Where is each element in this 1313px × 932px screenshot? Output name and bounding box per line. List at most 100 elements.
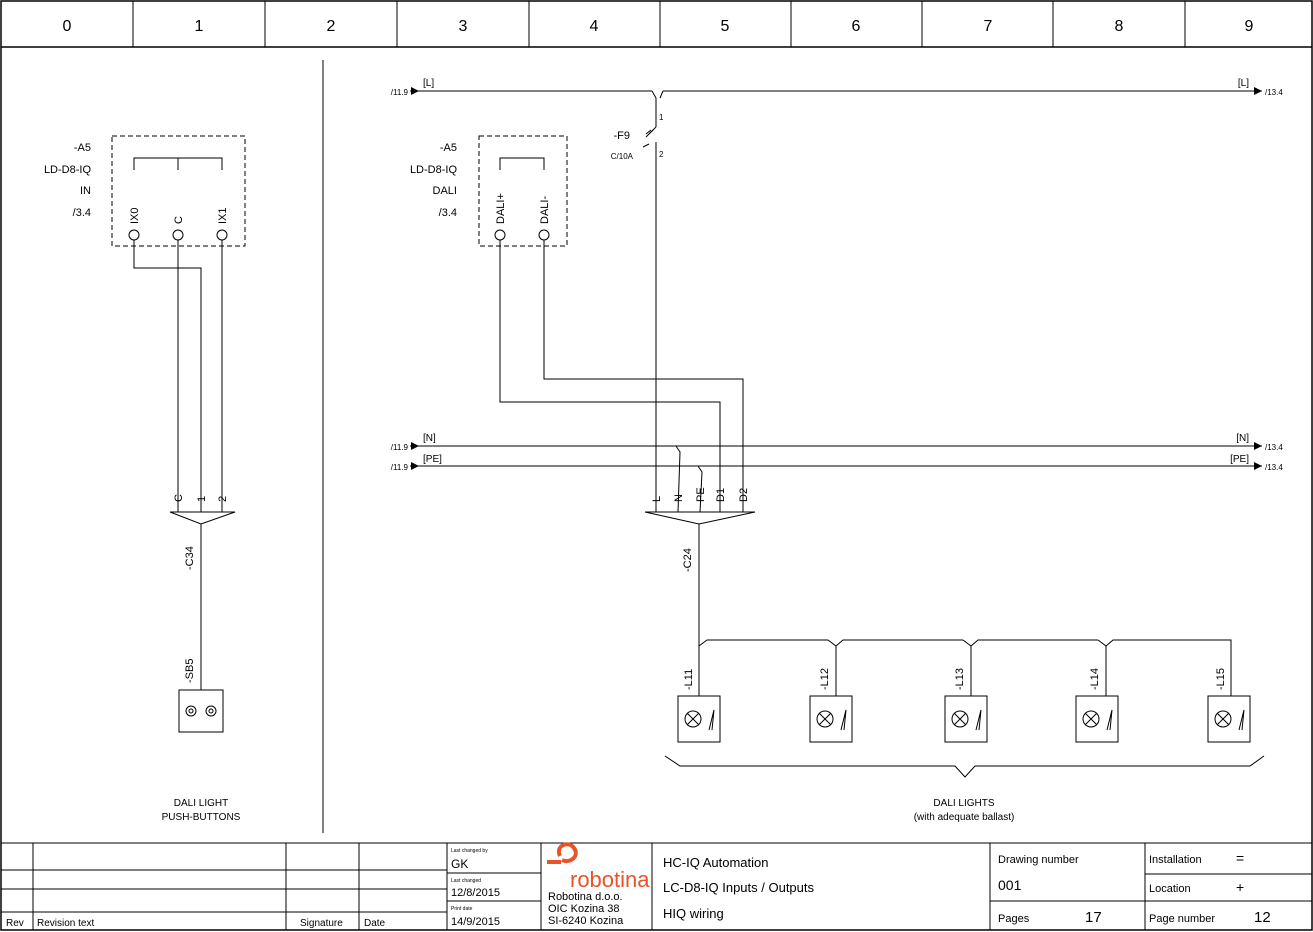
lamp-icon <box>684 710 702 728</box>
lamp-icon <box>1214 710 1232 728</box>
button-icon <box>185 705 197 717</box>
terminal-label: DALI- <box>539 196 551 224</box>
caption-line: DALI LIGHTS <box>933 798 994 809</box>
terminal-ix1[interactable] <box>216 229 228 241</box>
dali-module-box <box>478 135 568 247</box>
cable-name: -C24 <box>682 548 694 572</box>
light-l12[interactable]: -L12 <box>809 668 853 743</box>
button-icon <box>205 705 217 717</box>
lamp-icon <box>1082 710 1100 728</box>
company-logo: robotina <box>547 842 650 892</box>
column-label: 4 <box>590 18 599 35</box>
light-l11[interactable]: -L11 <box>677 669 721 743</box>
column-label: 5 <box>721 18 730 35</box>
logo-text: robotina <box>570 867 650 892</box>
module-tag: -A5 <box>440 142 457 154</box>
company-line: OIC Kozina 38 <box>548 903 620 915</box>
light-name: -L15 <box>1215 668 1227 690</box>
module-ref: /3.4 <box>439 207 457 219</box>
page-number-label: Page number <box>1149 913 1215 925</box>
right-block: /11.9 [L] [L] /13.4 -F9 C/10A 1 2 -A5 LD… <box>391 78 1284 823</box>
potential-label: [PE] <box>1230 454 1249 465</box>
last-changed-by: GK <box>451 857 468 871</box>
last-changed-by-label: Last changed by <box>451 848 488 854</box>
print-date: 14/9/2015 <box>451 916 500 928</box>
pages-label: Pages <box>998 913 1030 925</box>
column-label: 2 <box>327 18 336 35</box>
company-line: SI-6240 Kozina <box>548 915 624 927</box>
lamp-icon <box>816 710 834 728</box>
installation-value: = <box>1236 850 1244 866</box>
location-label: Location <box>1149 883 1191 895</box>
project-title: HC-IQ Automation <box>663 855 769 870</box>
cross-ref-from: /11.9 <box>391 463 409 472</box>
terminal-label: IX1 <box>217 207 229 224</box>
drawing-number-label: Drawing number <box>998 854 1079 866</box>
cross-ref-to: /13.4 <box>1265 443 1283 452</box>
terminal-label: IX0 <box>129 207 141 224</box>
terminal-ix0[interactable] <box>128 229 140 241</box>
light-l14[interactable]: -L14 <box>1075 668 1119 743</box>
potential-label: [N] <box>423 433 436 444</box>
light-name: -L12 <box>819 668 831 690</box>
column-label: 0 <box>63 18 72 35</box>
cross-ref-to: /13.4 <box>1265 463 1283 472</box>
terminal-label: DALI+ <box>495 193 507 224</box>
potential-label: [N] <box>1236 433 1249 444</box>
drawing-subtitle: HIQ wiring <box>663 906 724 921</box>
cable-core-label: 1 <box>196 496 208 502</box>
device-name: -SB5 <box>184 659 196 683</box>
caption-line: (with adequate ballast) <box>914 812 1015 823</box>
lamp-icon <box>951 710 969 728</box>
module-function: DALI <box>433 185 457 197</box>
cable-name: -C34 <box>184 546 196 570</box>
cable-core-label: PE <box>695 487 707 502</box>
print-date-label: Print date <box>451 906 473 912</box>
input-module-box <box>111 135 246 247</box>
module-ref: /3.4 <box>73 207 91 219</box>
group-brace <box>664 755 1265 778</box>
signature-header: Signature <box>300 918 343 929</box>
page-number-value: 12 <box>1254 909 1271 926</box>
cable-core-label: D1 <box>715 488 727 502</box>
cross-ref-to: /13.4 <box>1265 88 1283 97</box>
terminal-dali-minus[interactable] <box>538 229 550 241</box>
terminal-c[interactable] <box>172 229 184 241</box>
light-name: -L13 <box>954 668 966 690</box>
module-tag: -A5 <box>74 142 91 154</box>
terminal-label: C <box>173 216 185 224</box>
column-label: 6 <box>852 18 861 35</box>
column-label: 3 <box>459 18 468 35</box>
module-function: IN <box>80 185 91 197</box>
location-value: + <box>1236 879 1244 895</box>
potential-label: [L] <box>1238 78 1249 89</box>
caption-line: PUSH-BUTTONS <box>162 812 241 823</box>
date-header: Date <box>364 918 386 929</box>
column-label: 1 <box>195 18 204 35</box>
light-name: -L11 <box>683 669 695 690</box>
cable-core-label: C <box>173 494 185 502</box>
revision-text-header: Revision text <box>37 918 94 929</box>
breaker-rating: C/10A <box>611 152 634 161</box>
installation-label: Installation <box>1149 854 1202 866</box>
cable-core-label: 2 <box>217 496 229 502</box>
title-block: Rev Revision text Signature Date Last ch… <box>1 842 1312 930</box>
cross-ref-from: /11.9 <box>391 88 409 97</box>
light-l15[interactable]: -L15 <box>1207 668 1251 743</box>
column-label: 9 <box>1245 18 1254 35</box>
potential-label: [PE] <box>423 454 442 465</box>
cable-core-label: N <box>673 494 685 502</box>
light-name: -L14 <box>1089 668 1101 690</box>
module-type: LD-D8-IQ <box>410 164 458 176</box>
column-label: 7 <box>984 18 993 35</box>
terminal-dali-plus[interactable] <box>494 229 506 241</box>
push-button-device[interactable] <box>178 689 224 733</box>
cable-core-label: D2 <box>738 488 750 502</box>
potential-label: [L] <box>423 78 434 89</box>
light-l13[interactable]: -L13 <box>944 668 988 743</box>
caption-line: DALI LIGHT <box>174 798 228 809</box>
last-changed-label: Last changed <box>451 878 481 884</box>
drawing-title: LC-D8-IQ Inputs / Outputs <box>663 880 815 895</box>
